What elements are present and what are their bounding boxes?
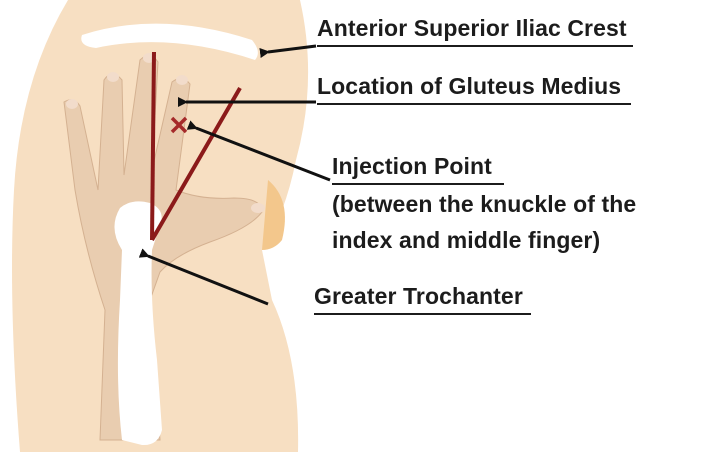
fingernail	[107, 72, 119, 82]
label-injection-detail-1: (between the knuckle of the	[332, 190, 636, 218]
label-injection-detail-2: index and middle finger)	[332, 226, 600, 254]
label-iliac-crest: Anterior Superior Iliac Crest	[317, 14, 633, 47]
marker-line-vertical	[152, 52, 154, 240]
fingernail	[251, 203, 265, 213]
fingernail	[66, 99, 78, 109]
label-gluteus-medius: Location of Gluteus Medius	[317, 72, 631, 105]
label-injection-title: Injection Point	[332, 152, 504, 185]
label-greater-trochanter: Greater Trochanter	[314, 282, 531, 315]
fingernail	[176, 75, 188, 85]
